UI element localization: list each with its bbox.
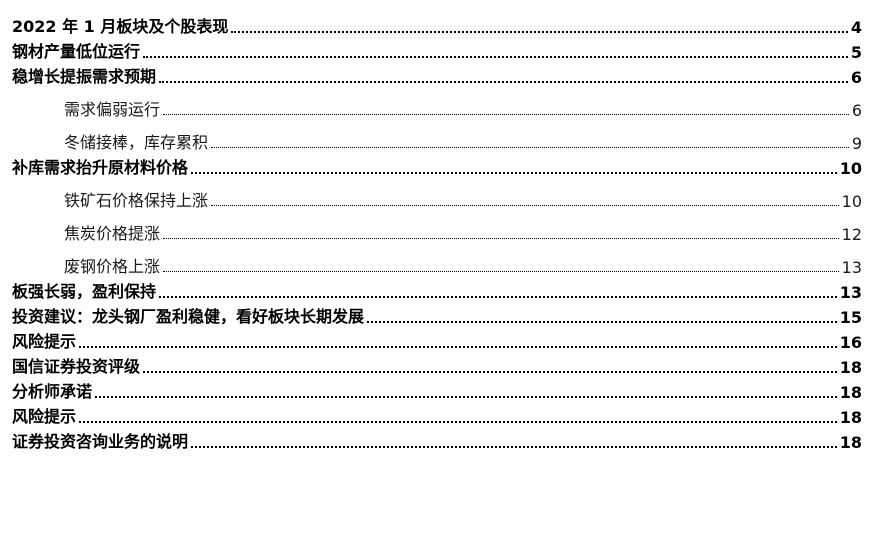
dot-leader — [163, 271, 839, 272]
toc-entry-page: 6 — [850, 68, 862, 87]
toc-subentry-page: 12 — [841, 225, 862, 244]
toc-subentry-page: 6 — [851, 101, 862, 120]
dot-leader — [163, 238, 839, 239]
toc-entry-title: 风险提示 — [12, 407, 77, 426]
toc-entry-page: 16 — [839, 333, 862, 352]
toc-entry[interactable]: 板强长弱，盈利保持 13 — [12, 277, 862, 302]
toc-entry[interactable]: 稳增长提振需求预期 6 — [12, 62, 862, 87]
toc-entry-page: 18 — [839, 383, 862, 402]
toc-subentry-title: 需求偏弱运行 — [64, 100, 161, 119]
toc-subentry[interactable]: 废钢价格上涨 13 — [12, 244, 862, 277]
toc-entry-page: 18 — [839, 408, 862, 427]
toc-entry-page: 15 — [839, 308, 862, 327]
dot-leader — [95, 396, 837, 398]
toc-entry-title: 风险提示 — [12, 332, 77, 351]
toc-entry-title: 钢材产量低位运行 — [12, 42, 141, 61]
dot-leader — [231, 31, 848, 33]
dot-leader — [191, 172, 837, 174]
toc-entry-title: 稳增长提振需求预期 — [12, 67, 157, 86]
toc-entry-page: 5 — [850, 43, 862, 62]
toc-entry-page: 13 — [839, 283, 862, 302]
dot-leader — [211, 205, 839, 206]
toc-subentry-page: 13 — [841, 258, 862, 277]
toc-entry-title: 国信证券投资评级 — [12, 357, 141, 376]
toc-entry[interactable]: 风险提示 18 — [12, 402, 862, 427]
toc-subentry-title: 铁矿石价格保持上涨 — [64, 191, 209, 210]
dot-leader — [79, 421, 837, 423]
toc-subentry[interactable]: 焦炭价格提涨 12 — [12, 211, 862, 244]
toc-entry[interactable]: 补库需求抬升原材料价格 10 — [12, 153, 862, 178]
toc-entry-title: 2022 年 1 月板块及个股表现 — [12, 17, 229, 36]
dot-leader — [367, 321, 837, 323]
dot-leader — [191, 446, 837, 448]
toc-subentry[interactable]: 冬储接棒，库存累积 9 — [12, 120, 862, 153]
toc-entry-page: 18 — [839, 433, 862, 452]
dot-leader — [79, 346, 837, 348]
toc-subentry[interactable]: 需求偏弱运行 6 — [12, 87, 862, 120]
table-of-contents: 2022 年 1 月板块及个股表现 4 钢材产量低位运行 5 稳增长提振需求预期… — [12, 12, 862, 452]
toc-entry[interactable]: 分析师承诺 18 — [12, 377, 862, 402]
toc-entry[interactable]: 投资建议：龙头钢厂盈利稳健，看好板块长期发展 15 — [12, 302, 862, 327]
toc-subentry-page: 9 — [851, 134, 862, 153]
toc-subentry-page: 10 — [841, 192, 862, 211]
dot-leader — [159, 296, 837, 298]
toc-entry-title: 证券投资咨询业务的说明 — [12, 432, 189, 451]
toc-entry[interactable]: 风险提示 16 — [12, 327, 862, 352]
dot-leader — [143, 371, 837, 373]
toc-subentry-title: 废钢价格上涨 — [64, 257, 161, 276]
dot-leader — [163, 114, 849, 115]
toc-entry-page: 18 — [839, 358, 862, 377]
toc-subentry-title: 焦炭价格提涨 — [64, 224, 161, 243]
toc-entry-title: 补库需求抬升原材料价格 — [12, 158, 189, 177]
toc-entry-page: 10 — [839, 159, 862, 178]
toc-entry[interactable]: 证券投资咨询业务的说明 18 — [12, 427, 862, 452]
dot-leader — [211, 147, 849, 148]
toc-entry-title: 投资建议：龙头钢厂盈利稳健，看好板块长期发展 — [12, 307, 365, 326]
dot-leader — [143, 56, 848, 58]
dot-leader — [159, 81, 848, 83]
toc-entry-page: 4 — [850, 18, 862, 37]
toc-entry[interactable]: 2022 年 1 月板块及个股表现 4 — [12, 12, 862, 37]
toc-entry[interactable]: 钢材产量低位运行 5 — [12, 37, 862, 62]
toc-subentry-title: 冬储接棒，库存累积 — [64, 133, 209, 152]
toc-entry[interactable]: 国信证券投资评级 18 — [12, 352, 862, 377]
toc-entry-title: 板强长弱，盈利保持 — [12, 282, 157, 301]
toc-entry-title: 分析师承诺 — [12, 382, 93, 401]
toc-subentry[interactable]: 铁矿石价格保持上涨 10 — [12, 178, 862, 211]
